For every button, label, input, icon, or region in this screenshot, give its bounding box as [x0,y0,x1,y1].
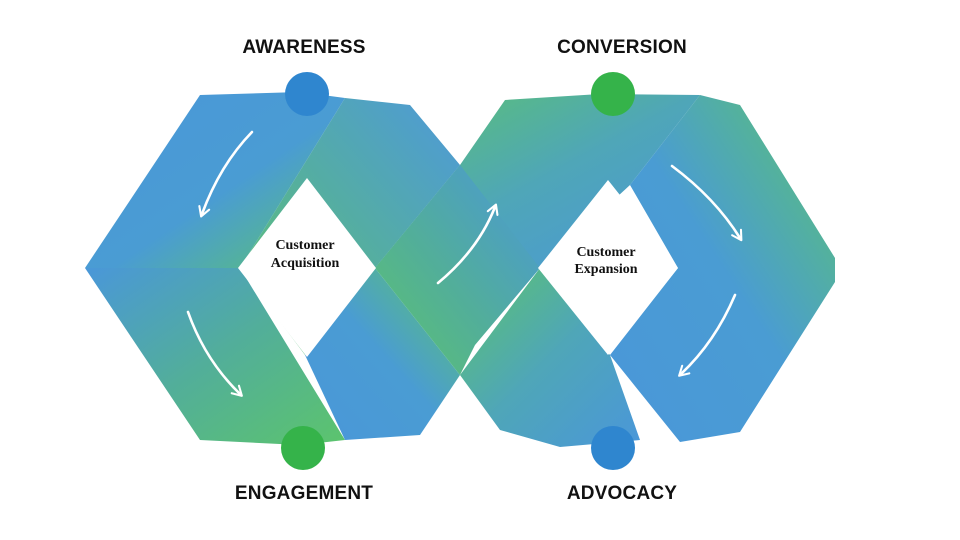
flow-arrow-conversion-down [670,164,743,242]
flow-arrow-center-up [436,203,499,285]
flow-arrow-awareness-down [198,130,254,218]
right-band-crossing [375,165,540,375]
conversion-dot [591,72,635,116]
engagement-dot [281,426,325,470]
right-loop-band [375,94,835,447]
left-band-outer-left [85,92,345,268]
flow-arrow-engagement-down [186,310,243,397]
left-band-bottom-strand [305,268,460,440]
awareness-label: AWARENESS [242,37,365,58]
acquisition-center-diamond [238,178,376,357]
advocacy-dot [591,426,635,470]
flow-arrow-advocacy-down [678,293,737,377]
left-loop-band [85,92,460,445]
right-band-outer-right [610,95,835,442]
right-band-lower-left [460,268,640,447]
expansion-label-line2: Expansion [574,262,637,277]
acquisition-label-line2: Acquisition [271,256,340,271]
conversion-label: CONVERSION [557,37,687,58]
advocacy-label: ADVOCACY [567,483,677,504]
expansion-center-diamond [538,180,678,355]
engagement-label: ENGAGEMENT [235,483,373,504]
acquisition-label-line1: Customer [275,238,334,253]
awareness-dot [285,72,329,116]
expansion-label-line1: Customer [576,245,635,260]
left-band-outer-left-lower [85,268,345,445]
